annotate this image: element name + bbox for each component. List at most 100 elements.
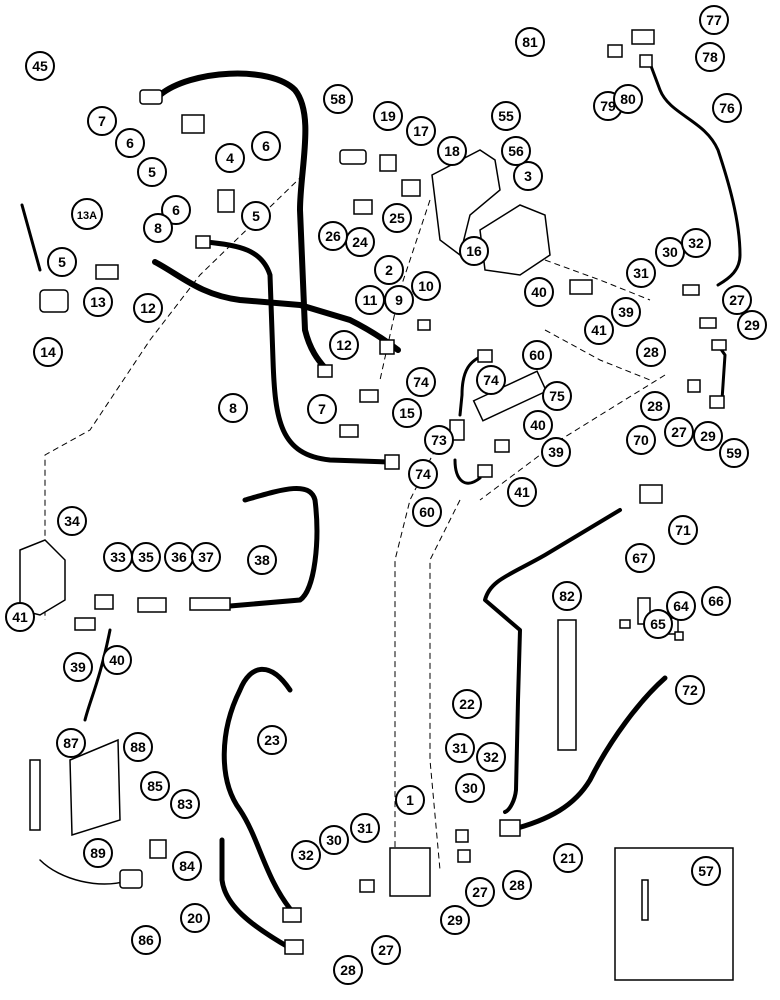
callout-number: 74: [483, 372, 499, 388]
callout-number: 82: [559, 588, 575, 604]
hose-12-left: [152, 259, 401, 353]
callout-number: 32: [483, 749, 499, 765]
callout-number: 3: [524, 168, 532, 184]
callout-7-1: 7: [87, 106, 117, 136]
callout-number: 70: [633, 432, 649, 448]
callout-circle: [411, 271, 441, 301]
callout-number: 45: [32, 58, 48, 74]
callout-80: 80: [613, 84, 643, 114]
callout-number: 5: [252, 208, 260, 224]
callout-56: 56: [501, 136, 531, 166]
callout-number: 24: [352, 234, 368, 250]
callout-circle: [440, 905, 470, 935]
callout-circle: [87, 106, 117, 136]
callout-number: 17: [413, 123, 429, 139]
callout-78: 78: [695, 42, 725, 72]
callout-circle: [323, 84, 353, 114]
callout-circle: [83, 838, 113, 868]
callout-3: 3: [513, 161, 543, 191]
callout-6-3: 6: [161, 195, 191, 225]
callout-number: 2: [385, 262, 393, 278]
callout-circle: [541, 437, 571, 467]
callout-number: 28: [509, 877, 525, 893]
callout-circle: [626, 258, 656, 288]
callout-number: 60: [529, 347, 545, 363]
callout-number: 88: [130, 739, 146, 755]
callout-39-1: 39: [611, 297, 641, 327]
callout-number: 39: [70, 659, 86, 675]
callout-38: 38: [247, 545, 277, 575]
callout-circle: [406, 116, 436, 146]
callout-number: 31: [633, 265, 649, 281]
callout-circle: [83, 287, 113, 317]
callout-71: 71: [668, 515, 698, 545]
callout-number: 83: [177, 796, 193, 812]
callout-75: 75: [542, 381, 572, 411]
callout-57: 57: [691, 856, 721, 886]
callout-number: 80: [620, 91, 636, 107]
callout-number: 7: [318, 401, 326, 417]
callout-number: 14: [40, 344, 56, 360]
callout-27-1: 27: [722, 285, 752, 315]
callout-number: 67: [632, 550, 648, 566]
callout-number: 86: [138, 932, 154, 948]
callout-circle: [424, 425, 454, 455]
callout-9: 9: [384, 285, 414, 315]
callout-circle: [445, 733, 475, 763]
callout-circle: [455, 773, 485, 803]
callout-7-2: 7: [307, 394, 337, 424]
callout-circle: [719, 438, 749, 468]
callout-number: 85: [147, 778, 163, 794]
callout-number: 19: [380, 108, 396, 124]
callout-circle: [668, 515, 698, 545]
callout-1: 1: [395, 785, 425, 815]
callout-circle: [666, 591, 696, 621]
callout-number: 16: [466, 243, 482, 259]
callout-45: 45: [25, 51, 55, 81]
callout-circle: [515, 27, 545, 57]
callout-74-3: 74: [408, 459, 438, 489]
callout-65: 65: [643, 609, 673, 639]
callout-circle: [319, 825, 349, 855]
callout-circle: [161, 195, 191, 225]
callout-number: 40: [531, 284, 547, 300]
callout-circle: [395, 785, 425, 815]
hose-22: [483, 508, 622, 814]
fittings: [19, 29, 734, 981]
callout-35: 35: [131, 542, 161, 572]
callout-86: 86: [131, 925, 161, 955]
callout-31-2: 31: [445, 733, 475, 763]
callout-27-3: 27: [465, 877, 495, 907]
callout-circle: [675, 675, 705, 705]
callout-number: 5: [58, 254, 66, 270]
callout-circle: [664, 417, 694, 447]
callout-34: 34: [57, 506, 87, 536]
callout-circle: [476, 365, 506, 395]
callout-12-2: 12: [329, 330, 359, 360]
callout-28-2: 28: [640, 391, 670, 421]
callout-30-1: 30: [655, 237, 685, 267]
callout-64: 64: [666, 591, 696, 621]
callout-27-2: 27: [664, 417, 694, 447]
callout-circle: [374, 255, 404, 285]
callout-circle: [318, 221, 348, 251]
callout-circle: [553, 843, 583, 873]
callout-28-4: 28: [333, 955, 363, 985]
callout-number: 39: [618, 304, 634, 320]
callout-circle: [63, 652, 93, 682]
callout-circle: [437, 136, 467, 166]
hose-23: [221, 666, 298, 918]
callout-circle: [56, 728, 86, 758]
callout-circle: [542, 381, 572, 411]
callout-circle: [257, 725, 287, 755]
callout-number: 31: [452, 740, 468, 756]
callout-number: 66: [708, 593, 724, 609]
callout-40-3: 40: [102, 645, 132, 675]
callout-circle: [701, 586, 731, 616]
callout-8-1: 8: [143, 213, 173, 243]
callout-circle: [392, 398, 422, 428]
callout-number: 65: [650, 616, 666, 632]
callout-number: 74: [415, 466, 431, 482]
callout-circle: [406, 367, 436, 397]
callout-number: 78: [702, 49, 718, 65]
